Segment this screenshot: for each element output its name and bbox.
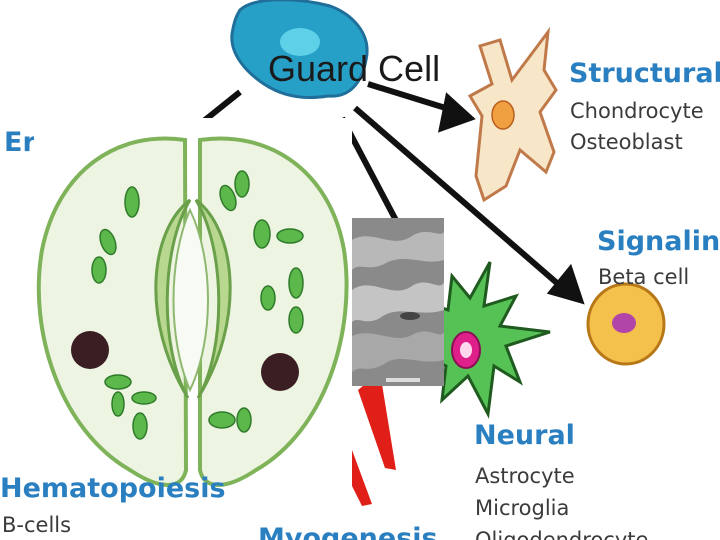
guard-cell-illustration (36, 136, 349, 487)
sem-micrograph-image (352, 218, 444, 386)
nucleus-right (261, 353, 299, 391)
stem-cell-nucleus (280, 28, 320, 56)
nucleus-left (71, 331, 109, 369)
neural-heading: Neural (474, 420, 575, 451)
signaling-item-beta-cell: Beta cell (598, 265, 690, 289)
slide-title: Guard Cell (268, 48, 441, 89)
myogenesis-heading-partial: Myogenesis (258, 523, 438, 540)
neural-item-microglia: Microglia (475, 496, 570, 520)
neural-item-oligodendrocyte: Oligodendrocyte (475, 528, 649, 540)
hematopoiesis-heading: Hematopoiesis (0, 473, 226, 504)
neural-item-astrocyte: Astrocyte (475, 464, 575, 488)
erythro-heading-partial: Ery (4, 127, 34, 158)
chloroplasts (91, 170, 304, 440)
structural-item-osteoblast: Osteoblast (570, 130, 683, 154)
signaling-heading: Signaling (597, 226, 720, 257)
neural-cell (415, 261, 551, 419)
hematopoiesis-item-bcells: B-cells (2, 513, 72, 537)
structural-heading: Structural (569, 58, 720, 89)
myogenesis-streak (358, 372, 396, 470)
structural-item-chondrocyte: Chondrocyte (570, 99, 704, 123)
